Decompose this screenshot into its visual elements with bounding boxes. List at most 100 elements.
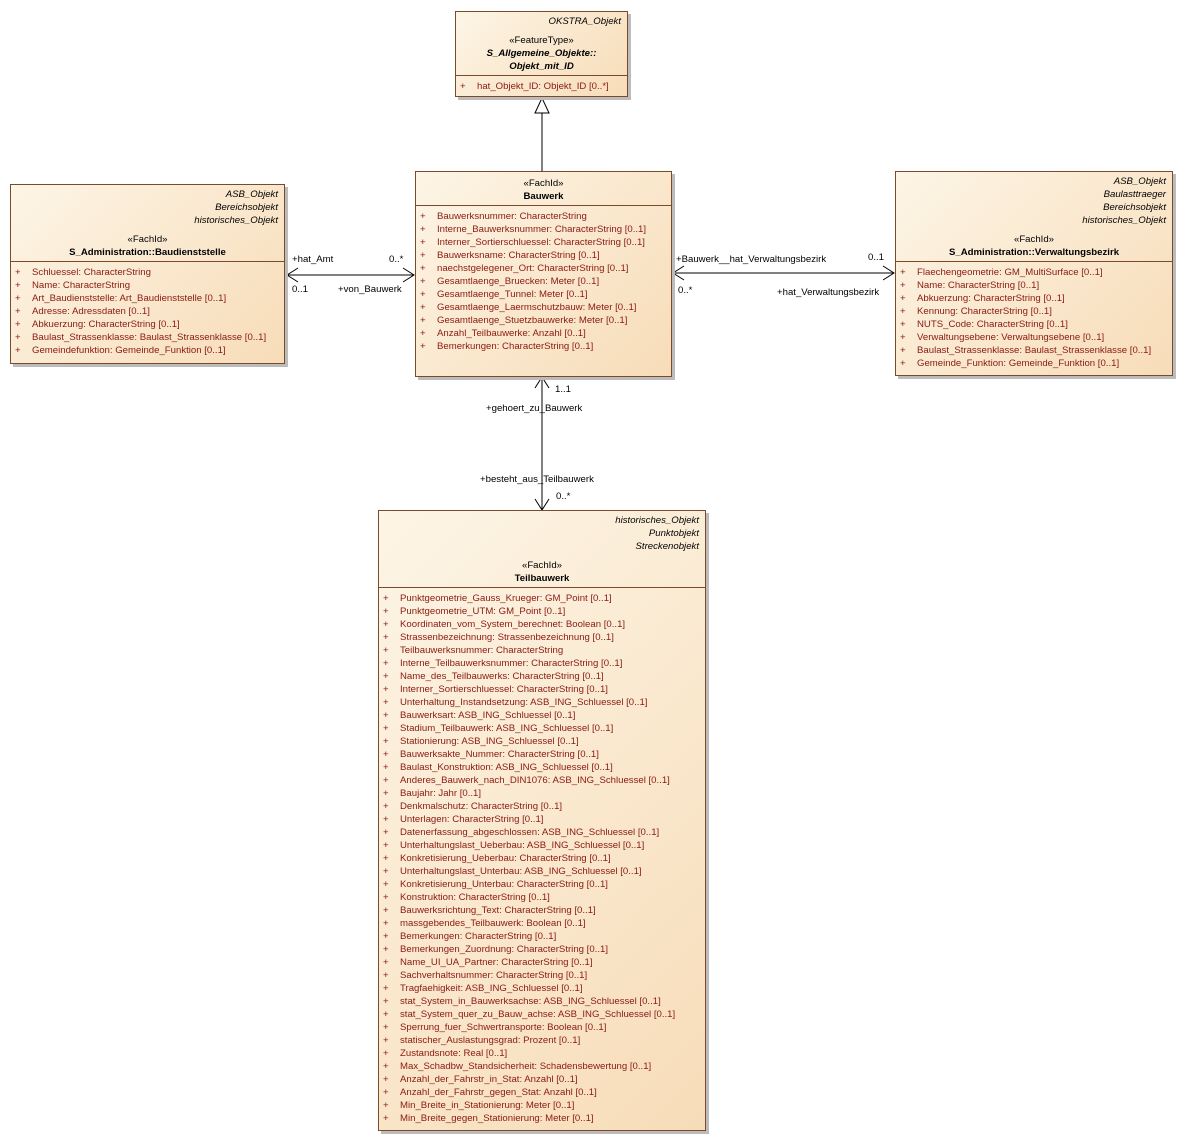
- visibility-marker: +: [900, 345, 906, 356]
- mult-amt-source: 0..*: [389, 254, 404, 265]
- attribute-text: Interne_Bauwerksnummer: CharacterString …: [437, 224, 647, 235]
- class-tag: ASB_Objekt: [1113, 176, 1166, 187]
- class-name: S_Administration::Baudienststelle: [69, 247, 226, 258]
- attribute-row: +Gesamtlaenge_Tunnel: Meter [0..1]: [420, 288, 667, 301]
- attribute-row: +Strassenbezeichnung: Strassenbezeichnun…: [383, 631, 701, 644]
- attribute-text: Konkretisierung_Ueberbau: CharacterStrin…: [400, 853, 611, 864]
- class-okstra-objekt-mit-id[interactable]: OKSTRA_Objekt«FeatureType»S_Allgemeine_O…: [455, 11, 628, 97]
- attribute-text: statischer_Auslastungsgrad: Prozent [0..…: [400, 1035, 581, 1046]
- attribute-row: +Punktgeometrie_UTM: GM_Point [0..1]: [383, 605, 701, 618]
- attribute-row: +Interner_Sortierschluessel: CharacterSt…: [383, 683, 701, 696]
- visibility-marker: +: [420, 211, 426, 222]
- mult-teil-top: 1..1: [555, 384, 572, 395]
- role-von-bauwerk: +von_Bauwerk: [338, 284, 402, 295]
- attribute-row: +Anzahl_der_Fahrstr_in_Stat: Anzahl [0..…: [383, 1073, 701, 1086]
- attribute-text: Gesamtlaenge_Bruecken: Meter [0..1]: [437, 276, 600, 287]
- attribute-text: Flaechengeometrie: GM_MultiSurface [0..1…: [917, 267, 1103, 278]
- attribute-row: +Gesamtlaenge_Laermschutzbauw: Meter [0.…: [420, 301, 667, 314]
- attribute-text: Stadium_Teilbauwerk: ASB_ING_Schluessel …: [400, 723, 614, 734]
- attribute-row: +Schluessel: CharacterString: [15, 266, 280, 279]
- attribute-row: +statischer_Auslastungsgrad: Prozent [0.…: [383, 1034, 701, 1047]
- attribute-text: Bauwerksakte_Nummer: CharacterString [0.…: [400, 749, 599, 760]
- attribute-text: Denkmalschutz: CharacterString [0..1]: [400, 801, 563, 812]
- visibility-marker: +: [383, 723, 389, 734]
- attribute-text: Gemeindefunktion: Gemeinde_Funktion [0..…: [32, 345, 226, 356]
- arrowhead-right-amt: [402, 267, 415, 283]
- arrowhead-left-verwaltung: [672, 265, 685, 281]
- attribute-text: Interner_Sortierschluessel: CharacterStr…: [400, 684, 608, 695]
- attribute-text: Bemerkungen: CharacterString [0..1]: [437, 341, 594, 352]
- attribute-text: stat_System_quer_zu_Bauw_achse: ASB_ING_…: [400, 1009, 676, 1020]
- attribute-row: +Min_Breite_gegen_Stationierung: Meter […: [383, 1112, 701, 1125]
- attribute-row: +Flaechengeometrie: GM_MultiSurface [0..…: [900, 266, 1168, 279]
- attribute-text: Unterhaltungslast_Unterbau: ASB_ING_Schl…: [400, 866, 642, 877]
- attribute-text: hat_Objekt_ID: Objekt_ID [0..*]: [477, 81, 609, 92]
- attribute-text: Schluessel: CharacterString: [32, 267, 151, 278]
- role-bauwerk-hat-verwaltungsbezirk: +Bauwerk__hat_Verwaltungsbezirk: [676, 254, 827, 265]
- attribute-text: Bauwerksart: ASB_ING_Schluessel [0..1]: [400, 710, 576, 721]
- attribute-text: Stationierung: ASB_ING_Schluessel [0..1]: [400, 736, 579, 747]
- attribute-text: Name: CharacterString: [32, 280, 131, 291]
- attribute-row: +Bemerkungen_Zuordnung: CharacterString …: [383, 943, 701, 956]
- attribute-text: Konstruktion: CharacterString [0..1]: [400, 892, 550, 903]
- attribute-text: Konkretisierung_Unterbau: CharacterStrin…: [400, 879, 608, 890]
- attribute-text: Anzahl_der_Fahrstr_in_Stat: Anzahl [0..1…: [400, 1074, 578, 1085]
- attribute-text: Unterlagen: CharacterString [0..1]: [400, 814, 544, 825]
- attribute-row: +Denkmalschutz: CharacterString [0..1]: [383, 800, 701, 813]
- attribute-row: +Art_Baudienststelle: Art_Baudienststell…: [15, 292, 280, 305]
- attribute-text: Gesamtlaenge_Tunnel: Meter [0..1]: [437, 289, 588, 300]
- class-name: Bauwerk: [523, 191, 564, 202]
- class-name: S_Administration::Verwaltungsbezirk: [948, 247, 1120, 258]
- attribute-text: Name_UI_UA_Partner: CharacterString [0..…: [400, 957, 593, 968]
- class-name: S_Allgemeine_Objekte:: Objekt_mit_ID: [486, 48, 597, 72]
- class-tag: Bereichsobjekt: [1103, 202, 1166, 213]
- attribute-row: +Adresse: Adressdaten [0..1]: [15, 305, 280, 318]
- visibility-marker: +: [383, 658, 389, 669]
- visibility-marker: +: [383, 840, 389, 851]
- attribute-text: Zustandsnote: Real [0..1]: [400, 1048, 508, 1059]
- visibility-marker: +: [420, 263, 426, 274]
- attribute-text: Interner_Sortierschluessel: CharacterStr…: [437, 237, 645, 248]
- visibility-marker: +: [420, 341, 426, 352]
- class-stereotype: «FeatureType»: [509, 35, 574, 46]
- attribute-row: +Zustandsnote: Real [0..1]: [383, 1047, 701, 1060]
- role-hat-amt: +hat_Amt: [292, 254, 334, 265]
- visibility-marker: +: [383, 918, 389, 929]
- attribute-text: Punktgeometrie_Gauss_Krueger: GM_Point […: [400, 593, 612, 604]
- attribute-row: +Anzahl_Teilbauwerke: Anzahl [0..1]: [420, 327, 667, 340]
- attribute-text: Tragfaehigkeit: ASB_ING_Schluessel [0..1…: [400, 983, 583, 994]
- visibility-marker: +: [383, 1061, 389, 1072]
- mult-verwaltung-target: 0..1: [868, 252, 885, 263]
- visibility-marker: +: [383, 645, 389, 656]
- attribute-text: naechstgelegener_Ort: CharacterString [0…: [437, 263, 629, 274]
- attribute-row: +Interne_Teilbauwerksnummer: CharacterSt…: [383, 657, 701, 670]
- attribute-text: Anzahl_Teilbauwerke: Anzahl [0..1]: [437, 328, 586, 339]
- class-bauwerk[interactable]: «FachId»Bauwerk +Bauwerksnummer: Charact…: [415, 171, 672, 377]
- visibility-marker: +: [420, 224, 426, 235]
- visibility-marker: +: [15, 306, 21, 317]
- attribute-row: +Anderes_Bauwerk_nach_DIN1076: ASB_ING_S…: [383, 774, 701, 787]
- attribute-text: Koordinaten_vom_System_berechnet: Boolea…: [400, 619, 626, 630]
- visibility-marker: +: [383, 1022, 389, 1033]
- class-stereotype: «FachId»: [521, 560, 562, 571]
- attribute-row: +Sperrung_fuer_Schwertransporte: Boolean…: [383, 1021, 701, 1034]
- attribute-text: Bauwerksname: CharacterString [0..1]: [437, 250, 600, 261]
- class-tag: Punktobjekt: [648, 528, 699, 539]
- mult-verwaltung-source: 0..*: [678, 285, 693, 296]
- attribute-row: +Datenerfassung_abgeschlossen: ASB_ING_S…: [383, 826, 701, 839]
- attribute-row: +Abkuerzung: CharacterString [0..1]: [900, 292, 1168, 305]
- class-tag: Streckenobjekt: [635, 541, 699, 552]
- visibility-marker: +: [420, 302, 426, 313]
- attribute-row: +Name_des_Teilbauwerks: CharacterString …: [383, 670, 701, 683]
- attribute-row: +stat_System_quer_zu_Bauw_achse: ASB_ING…: [383, 1008, 701, 1021]
- attribute-text: Name_des_Teilbauwerks: CharacterString […: [400, 671, 604, 682]
- visibility-marker: +: [900, 358, 906, 369]
- visibility-marker: +: [383, 710, 389, 721]
- attribute-text: Art_Baudienststelle: Art_Baudienststelle…: [32, 293, 227, 304]
- attribute-text: Baulast_Strassenklasse: Baulast_Strassen…: [917, 345, 1152, 356]
- attribute-row: +Sachverhaltsnummer: CharacterString [0.…: [383, 969, 701, 982]
